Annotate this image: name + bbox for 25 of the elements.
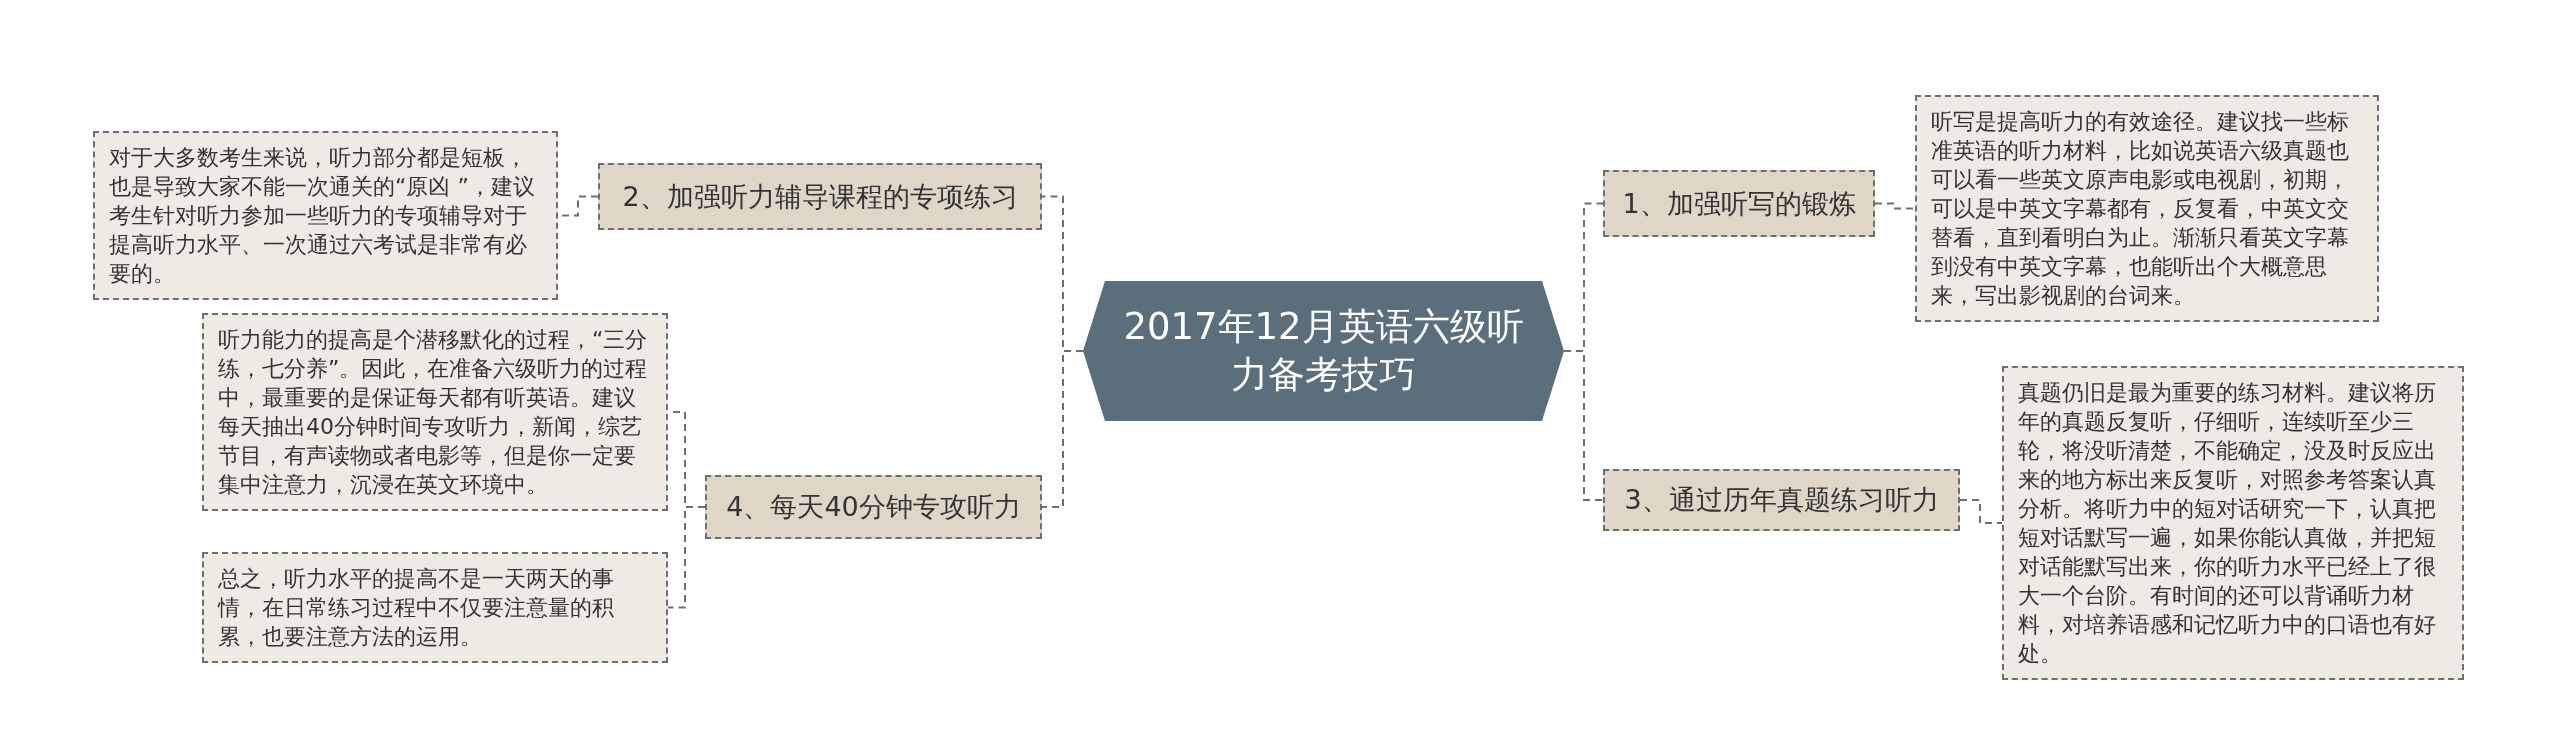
note-box bbox=[2002, 366, 2464, 680]
topic-hexagon bbox=[1083, 281, 1564, 421]
branch-box bbox=[1603, 170, 1875, 237]
note-box bbox=[202, 313, 668, 511]
branch-box bbox=[598, 163, 1042, 230]
branch-box bbox=[1603, 469, 1960, 531]
note-text: 听写是提高听力的有效途径。建议找一些标准英语的听力材料，比如说英语六级真题也可以看一些英文原声电影或电视剧，初期，可以是中英文字幕都有，反复看，中英文交替看，直到看明白为止。渐渐只看英文字幕到没有中英文字幕，也能听出个大概意思来，写出影视剧的台词来。 bbox=[1931, 108, 2350, 310]
note-text: 总之，听力水平的提高不是一天两天的事情，在日常练习过程中不仅要注意量的积累，也要注意方法的运用。 bbox=[218, 565, 615, 651]
branch-label: 2、加强听力辅导课程的专项练习 bbox=[622, 179, 1018, 214]
connector-line bbox=[1959, 499, 2003, 524]
note-text: 对于大多数考生来说，听力部分都是短板，也是导致大家不能一次通关的“原凶 ”，建议考生针对听力参加一些听力的专项辅导对于提高听力水平、一次通过六考试是非常有必要的。 bbox=[109, 144, 536, 288]
connector-line bbox=[1874, 202, 1916, 210]
branch-label: 1、加强听写的锻炼 bbox=[1622, 186, 1856, 221]
connector-line bbox=[1563, 350, 1604, 501]
note-box bbox=[93, 131, 558, 300]
branch-box bbox=[705, 475, 1042, 539]
branch-label: 4、每天40分钟专攻听力 bbox=[726, 490, 1021, 524]
note-text: 真题仍旧是最为重要的练习材料。建议将历年的真题反复听，仔细听，连续听至少三轮，将没听清楚，不能确定，没及时反应出来的地方标出来反复听，对照参考答案认真分析。将听力中的短对话研究一下，认真把短对话默写一遍，如果你能认真做，并把短对话能默写出来，你的听力水平已经上了很大一个台阶。有时间的还可以背诵听力材料，对培养语感和记忆听力中的口语也有好处。 bbox=[2018, 379, 2437, 668]
connector-line bbox=[667, 506, 706, 609]
title-text: 2017年12月英语六级听力备考技巧 bbox=[1122, 304, 1525, 398]
note-text: 听力能力的提高是个潜移默化的过程，“三分练，七分养”。因此，在准备六级听力的过程中，最重要的是保证每天都有听英语。建议每天抽出40分钟时间专攻听力，新闻，综艺节目，有声读物或者电影等，但是你一定要集中注意力，沉浸在英文环境中。 bbox=[218, 326, 649, 499]
connector-line bbox=[1041, 350, 1084, 508]
note-box bbox=[1915, 95, 2379, 322]
branch-label: 3、通过历年真题练习听力 bbox=[1624, 483, 1939, 517]
note-box bbox=[202, 552, 668, 663]
